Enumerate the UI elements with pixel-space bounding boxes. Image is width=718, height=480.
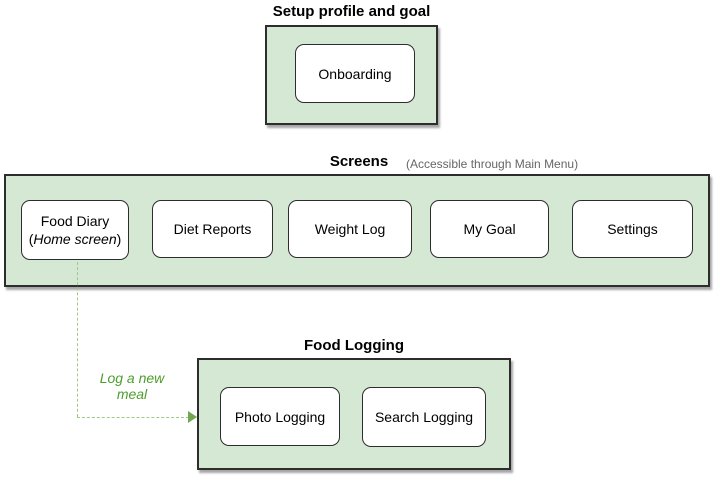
paren-close: ): [116, 231, 122, 247]
edge-label-line1: Log a new: [99, 370, 165, 386]
setup-group-title: Setup profile and goal: [272, 3, 431, 20]
node-search-logging: Search Logging: [362, 387, 486, 447]
node-settings: Settings: [572, 200, 693, 258]
edge-horizontal-segment: [77, 417, 189, 418]
node-label: Search Logging: [374, 409, 474, 425]
node-label: Weight Log: [314, 221, 386, 237]
node-label: Food Diary (Home screen): [29, 212, 122, 248]
node-label: Diet Reports: [173, 221, 252, 237]
edge-label: Log a new meal: [90, 370, 174, 402]
node-weight-log: Weight Log: [288, 200, 412, 258]
node-label: Onboarding: [318, 65, 392, 82]
screens-group-note: (Accessible through Main Menu): [406, 157, 579, 171]
food-logging-group-title: Food Logging: [304, 337, 404, 354]
edge-label-line2: meal: [116, 386, 148, 402]
node-my-goal: My Goal: [430, 200, 549, 258]
edge-vertical-segment: [77, 262, 78, 417]
node-food-diary: Food Diary (Home screen): [21, 200, 129, 260]
node-photo-logging: Photo Logging: [220, 387, 340, 446]
edge-arrowhead-icon: [188, 411, 197, 423]
node-label: Settings: [607, 221, 658, 237]
node-onboarding: Onboarding: [295, 44, 415, 103]
paren-open: (: [28, 231, 34, 247]
node-sublabel: (Home screen): [29, 231, 122, 247]
screens-group-title: Screens: [329, 153, 389, 170]
node-diet-reports: Diet Reports: [152, 200, 273, 258]
node-sublabel-italic: Home screen: [33, 231, 117, 247]
node-label: Photo Logging: [234, 408, 326, 425]
node-label: My Goal: [463, 221, 516, 237]
node-label-line1: Food Diary: [40, 213, 110, 229]
